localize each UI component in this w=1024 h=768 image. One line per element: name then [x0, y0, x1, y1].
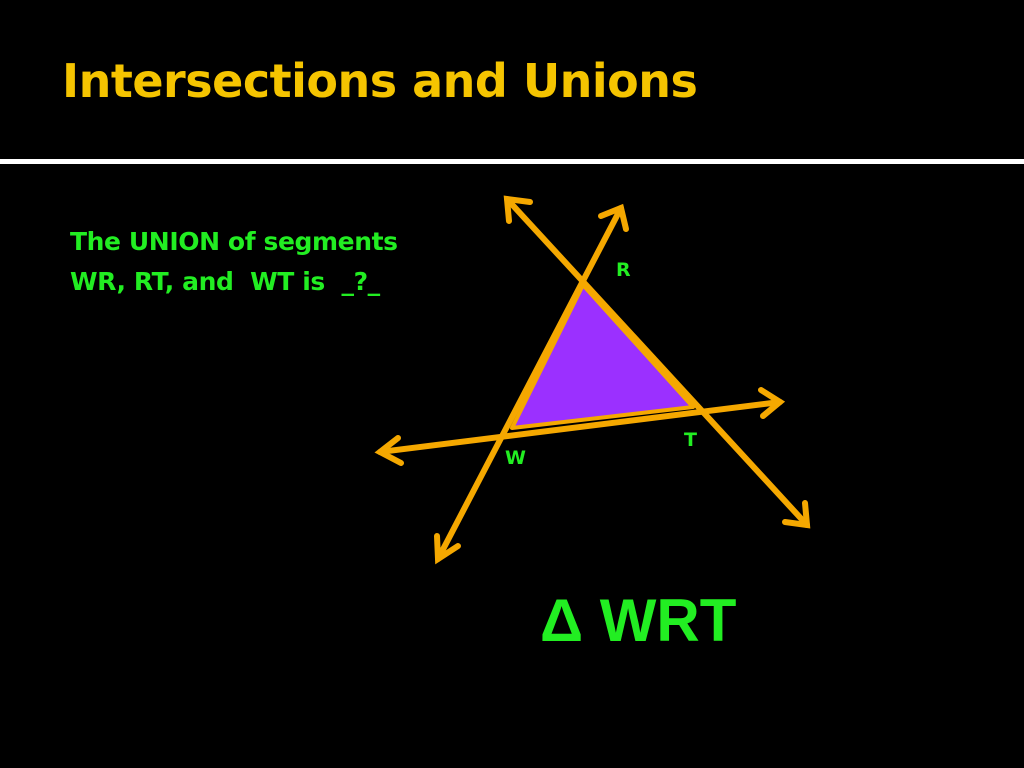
label-w: W: [505, 447, 526, 469]
question-text: The UNION of segments WR, RT, and WT is …: [70, 222, 450, 302]
question-line-2: WR, RT, and WT is _?_: [70, 267, 380, 296]
label-t: T: [684, 429, 697, 451]
line-wr: [434, 203, 629, 565]
arrowhead-rt-top: [503, 195, 533, 224]
arrowhead-wt-left: [374, 435, 404, 466]
title-divider: [0, 159, 1024, 164]
question-line-1: The UNION of segments: [70, 227, 398, 256]
slide-title: Intersections and Unions: [62, 54, 698, 108]
arrowhead-wt-right: [758, 387, 786, 419]
triangle-wrt: [510, 283, 695, 430]
line-rt: [503, 195, 811, 529]
arrowhead-rt-bottom: [782, 500, 811, 529]
line-wt: [374, 387, 786, 466]
label-r: R: [616, 259, 631, 281]
arrowhead-wr-bottom: [434, 533, 461, 565]
arrowhead-wr-top: [598, 203, 629, 232]
answer-text: Δ WRT: [540, 587, 737, 654]
